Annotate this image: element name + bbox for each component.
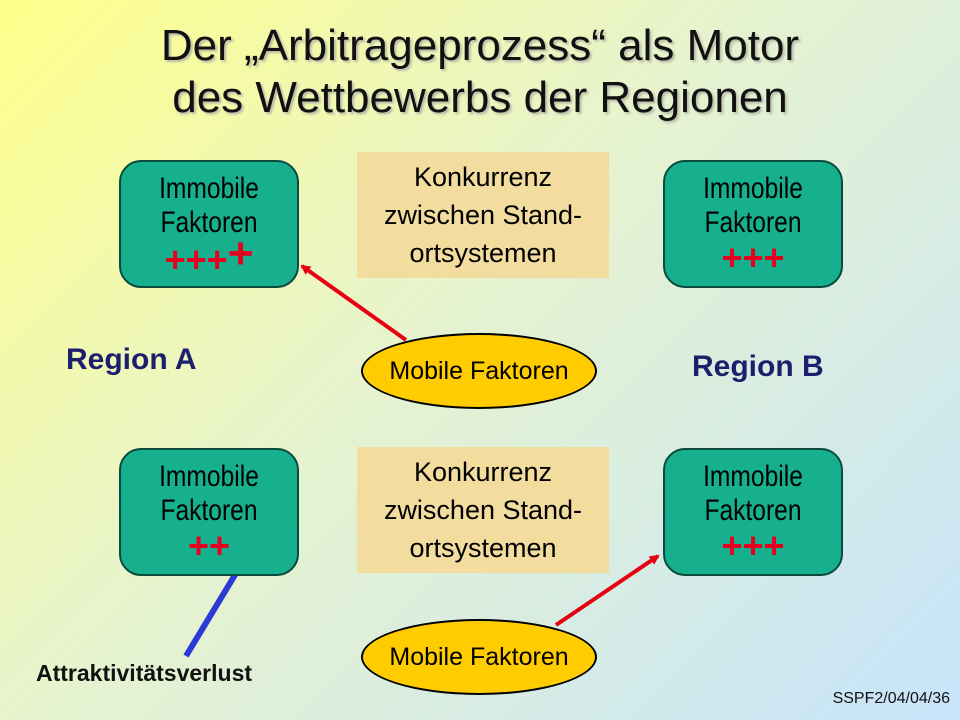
plus-rating: +++ [721,237,785,278]
immobile-factors-region-a-bottom: Immobile Faktoren ++ [119,448,299,576]
competition-box-bottom: Konkurrenz zwischen Stand- ortsystemen [357,447,609,573]
page-title: Der „Arbitrageprozess“ als Motor des Wet… [0,20,960,124]
slide-code: SSPF2/04/04/36 [832,690,950,707]
immobile-factors-region-b-bottom: Immobile Faktoren +++ [663,448,843,576]
immobile-factors-region-b-top: Immobile Faktoren +++ [663,160,843,288]
arrow-attractiveness-loss [183,557,247,658]
plus-rating: ++ [187,525,231,566]
plus-rating: ++++ [164,229,254,280]
arrow-mobile-to-region-a-top [300,264,408,342]
mobile-factors-top: Mobile Faktoren [361,333,597,409]
title-line-2: des Wettbewerbs der Regionen [172,73,788,122]
attractiveness-loss-label: Attraktivitätsverlust [36,660,253,686]
mobile-factors-bottom: Mobile Faktoren [361,619,597,695]
region-b-label: Region B [692,350,824,383]
immobile-factors-region-a-top: Immobile Faktoren ++++ [119,160,299,288]
competition-box-top: Konkurrenz zwischen Stand- ortsystemen [357,152,609,278]
region-a-label: Region A [66,343,197,376]
title-line-1: Der „Arbitrageprozess“ als Motor [160,21,800,70]
plus-rating: +++ [721,525,785,566]
arrow-mobile-to-region-b-bottom [554,554,660,627]
